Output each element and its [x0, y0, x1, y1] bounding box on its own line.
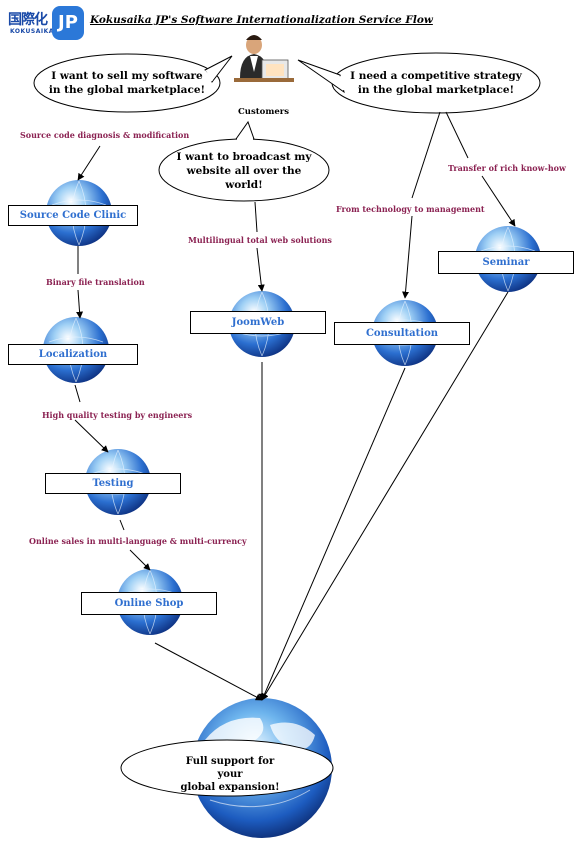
- arrow-binary-to-localization: [76, 289, 84, 319]
- node-online-shop[interactable]: Online Shop: [81, 592, 217, 615]
- page-title: Kokusaika JP's Software Internationaliza…: [90, 14, 433, 26]
- edge-label-management: From technology to management: [336, 204, 485, 214]
- line-testing-sales: [119, 519, 125, 531]
- bubble-final-line-2: global expansion!: [180, 782, 280, 793]
- arrow-seminar-to-final: [261, 291, 509, 701]
- bubble-sell-text: I want to sell my software in the global…: [44, 69, 210, 97]
- logo-kanji: 国際化: [8, 12, 48, 28]
- bubble-website-text: I want to broadcast my website all over …: [176, 150, 312, 192]
- bubble-strategy: [297, 52, 541, 114]
- node-consultation[interactable]: Consultation: [334, 322, 470, 345]
- kokusaika-logo: 国際化 KOKUSAIKA JP: [8, 6, 84, 46]
- node-localization[interactable]: Localization: [8, 344, 138, 365]
- bubble-final: [120, 739, 334, 797]
- customers-label: Customers: [238, 107, 289, 117]
- arrow-to-joomweb: [256, 247, 265, 292]
- arrow-to-seminar: [481, 175, 516, 227]
- logo-subtitle: KOKUSAIKA: [10, 28, 54, 35]
- bubble-sell: [33, 53, 233, 113]
- bubble-website-line-3: world!: [225, 179, 263, 191]
- arrow-to-testing: [74, 419, 109, 453]
- edge-label-testing: High quality testing by engineers: [42, 410, 193, 420]
- bubble-final-text: Full support for your global expansion!: [175, 755, 285, 794]
- line-strategy-knowhow: [445, 111, 469, 159]
- bubble-website-line-1: I want to broadcast my: [176, 151, 312, 163]
- bubble-strategy-line-1: I need a competitive strategy: [350, 70, 522, 82]
- node-seminar[interactable]: Seminar: [438, 251, 574, 274]
- connectors: [74, 111, 516, 701]
- line-website-multilingual: [254, 201, 258, 233]
- edge-label-online-sales: Online sales in multi-language & multi-c…: [29, 536, 247, 546]
- bubble-website-line-2: website all over the: [186, 165, 302, 177]
- arrow-to-shop: [129, 549, 151, 571]
- line-localization-testing: [74, 384, 81, 403]
- bubble-website: [158, 120, 330, 202]
- bubble-final-line-1: Full support for your: [185, 756, 275, 780]
- edge-label-multilingual: Multilingual total web solutions: [188, 235, 332, 245]
- arrow-shop-to-final: [154, 642, 263, 701]
- bubble-sell-line-2: in the global marketplace!: [48, 84, 206, 96]
- logo-badge: JP: [52, 6, 84, 40]
- line-strategy-management: [411, 111, 441, 199]
- node-testing[interactable]: Testing: [45, 473, 181, 494]
- bubble-strategy-text: I need a competitive strategy in the glo…: [346, 69, 526, 97]
- customer-icon: [234, 35, 294, 82]
- arrow-to-consultation: [402, 215, 413, 299]
- node-source-code-clinic[interactable]: Source Code Clinic: [8, 205, 138, 226]
- node-joomweb[interactable]: JoomWeb: [190, 311, 326, 334]
- edge-label-knowhow: Transfer of rich know-how: [448, 163, 566, 173]
- edge-label-binary: Binary file translation: [46, 277, 145, 287]
- arrow-sell-to-clinic: [77, 145, 101, 181]
- edge-label-source-code: Source code diagnosis & modification: [20, 130, 190, 140]
- bubble-sell-line-1: I want to sell my software: [51, 70, 203, 82]
- bubble-strategy-line-2: in the global marketplace!: [357, 84, 515, 96]
- arrow-consultation-to-final: [261, 367, 406, 701]
